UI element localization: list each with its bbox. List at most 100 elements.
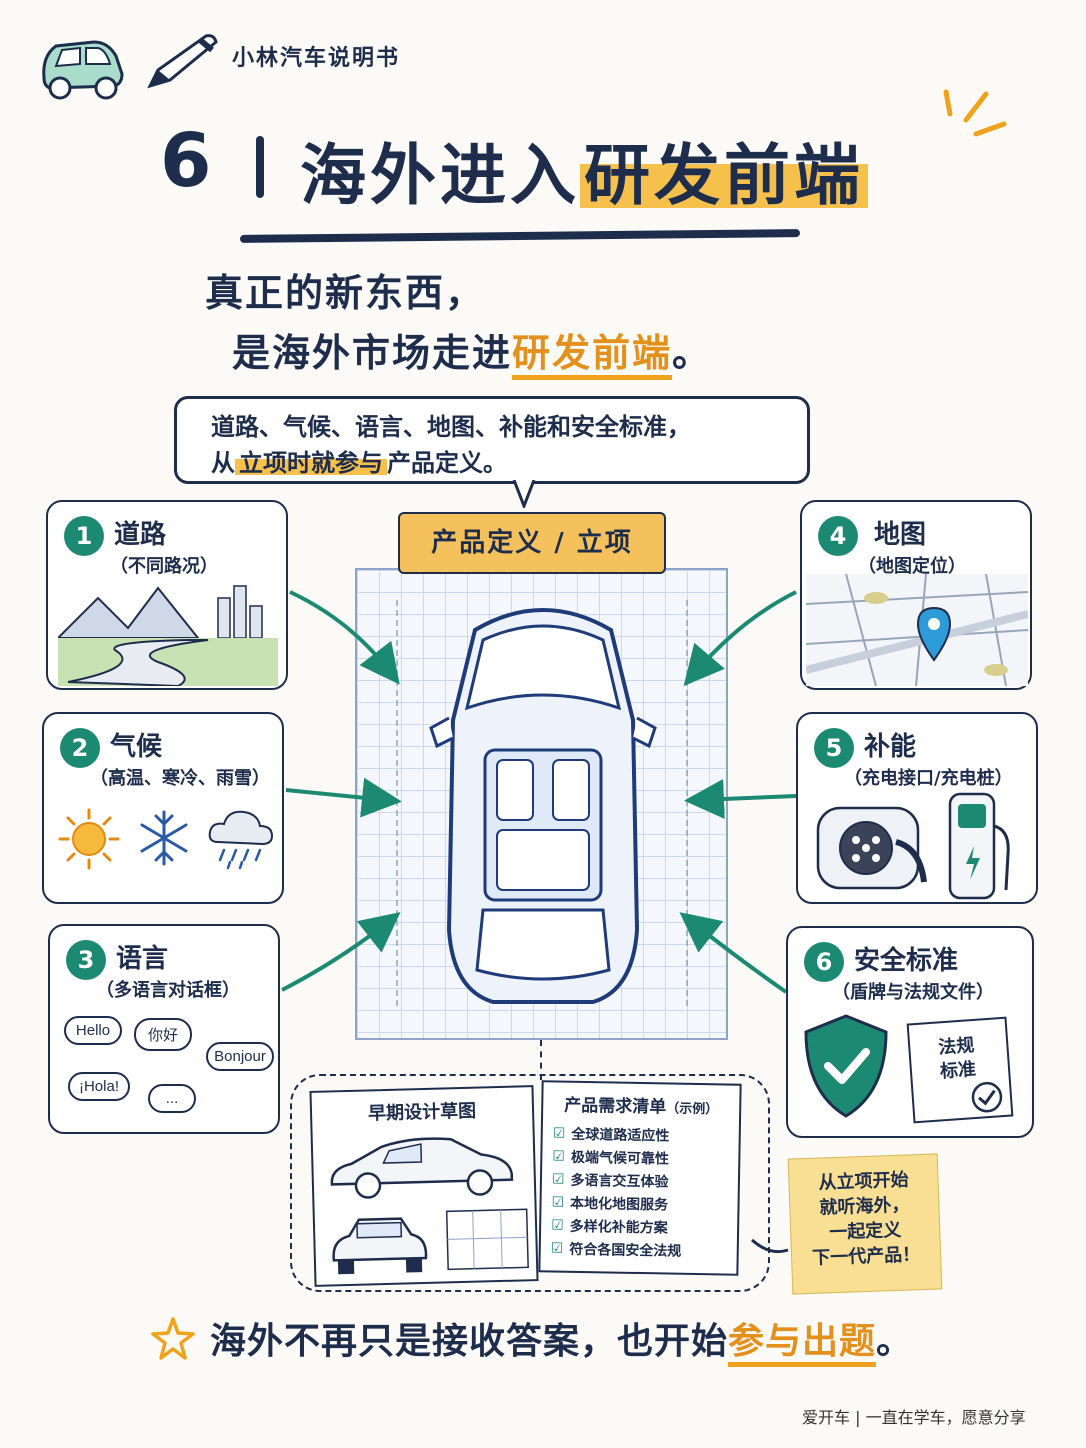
speech-hola: ¡Hola! [68,1072,130,1101]
sticky-line: 下一代产品！ [811,1244,921,1269]
bubble-tail [512,480,536,508]
bubble-start: 从 [211,449,235,477]
card-number: 1 [64,516,104,556]
card-title: 气候 [110,732,163,762]
shield-check-icon [804,1014,888,1118]
bubble-end: 产品定义。 [387,449,507,477]
card-number: 6 [804,942,844,982]
card-subtitle: （多语言对话框） [96,980,240,1001]
title-underline [239,229,801,243]
card-subtitle: （充电接口/充电桩） [844,768,1013,789]
road-landscape-icon [58,585,278,686]
title-text: 海外进入研发前端 [300,122,868,218]
checklist-title-note: （示例） [666,1101,719,1118]
snowflake-icon [140,810,188,866]
checklist-item-text: 多语言交互体验 [570,1172,669,1190]
checklist-item-text: 符合各国安全法规 [569,1241,682,1260]
sparkle-lines-icon [940,86,1010,142]
checklist-item: ☑ 全球道路适应性 [553,1121,729,1147]
checklist-item: ☑ 多语言交互体验 [552,1167,728,1193]
check-icon: ☑ [552,1124,566,1142]
card-climate: 2 气候 （高温、寒冷、雨雪） [42,712,284,904]
checklist-item: ☑ 多样化补能方案 [551,1213,727,1239]
card-number: 3 [66,940,106,980]
speech-nihao: 你好 [134,1018,192,1051]
check-icon: ☑ [551,1216,564,1234]
product-definition-folder: 产品定义 / 立项 [398,512,666,574]
card-number: 5 [814,728,854,768]
card-title: 语言 [116,944,169,974]
conclusion-text: 海外不再只是接收答案，也开始参与出题。 [210,1312,914,1367]
conclusion-end: 。 [876,1321,914,1362]
speech-bonjour: Bonjour [206,1042,274,1071]
card-language: 3 语言 （多语言对话框） Hello 你好 Bonjour ¡Hola! ..… [48,924,280,1134]
card-subtitle: （不同路况） [110,556,218,577]
check-icon: ☑ [551,1193,565,1211]
card-map: 4 地图 （地图定位） [800,500,1032,690]
card-number: 2 [60,728,100,768]
pen-icon [140,30,222,94]
doc-label-line-2: 标准 [939,1058,977,1083]
card-title: 道路 [114,520,167,550]
lead-end: 。 [672,331,713,375]
bubble-line-2: 从立项时就参与产品定义。 [211,445,773,481]
car-doodle-icon [36,34,128,100]
page-title: 6 海外进入研发前端 [160,118,960,228]
card-number: 4 [818,516,858,556]
checklist-item-text: 本地化地图服务 [569,1195,669,1213]
speech-hello: Hello [64,1016,122,1045]
design-sketch-card: 早期设计草图 [309,1085,539,1287]
checklist-item-text: 极端气候可靠性 [570,1149,670,1168]
blueprint-sheet [355,568,728,1040]
brand-name: 小林汽车说明书 [232,46,401,71]
title-number: 6 [160,118,212,204]
bubble-line-1: 道路、气候、语言、地图、补能和安全标准， [211,413,691,441]
check-icon: ☑ [550,1239,564,1257]
car-top-view-icon [396,600,688,1010]
doc-check-icon [971,1081,1003,1113]
speech-ellipsis: ... [148,1084,196,1113]
charging-station-icon [948,792,1010,900]
lead-plain: 是海外市场走进 [232,331,513,375]
sticky-note: 从立项开始 就听海外， 一起定义 下一代产品！ [787,1153,943,1295]
card-title: 安全标准 [854,946,959,976]
conclusion-highlight: 参与出题 [728,1321,877,1367]
card-road: 1 道路 （不同路况） [46,500,288,690]
lead-line-2: 是海外市场走进研发前端。 [232,322,713,380]
checklist-item: ☑本地化地图服务 [551,1190,727,1216]
card-title: 补能 [864,732,917,762]
footer-credit: 爱开车 | 一直在学车，愿意分享 [802,1408,1026,1427]
callout-bubble: 道路、气候、语言、地图、补能和安全标准， 从立项时就参与产品定义。 [174,396,810,484]
regulation-document-icon: 法规 标准 [906,1016,1014,1124]
layout-grid-sketch-icon [445,1208,529,1271]
bubble-highlight: 立项时就参与 [235,449,387,477]
title-plain: 海外进入 [300,137,580,214]
card-charging: 5 补能 （充电接口/充电桩） [796,712,1038,904]
connector-line [540,1040,542,1080]
checklist-item-text: 全球道路适应性 [571,1126,670,1145]
card-subtitle: （地图定位） [858,556,966,577]
title-highlight: 研发前端 [580,137,868,214]
check-icon: ☑ [551,1170,565,1188]
card-safety: 6 安全标准 （盾牌与法规文件） 法规 标准 [786,926,1034,1138]
checklist-item: ☑ 符合各国安全法规 [551,1236,727,1262]
charging-port-icon [816,806,927,890]
title-divider [256,136,264,198]
card-subtitle: （高温、寒冷、雨雪） [90,768,270,789]
car-side-sketch-icon [330,1137,514,1199]
card-subtitle: （盾牌与法规文件） [832,982,994,1003]
checklist-title: 产品需求清单（示例） [553,1090,729,1118]
conclusion-plain: 海外不再只是接收答案，也开始 [210,1321,729,1362]
lead-highlight: 研发前端 [512,331,673,380]
star-icon [151,1317,195,1360]
checklist-item-text: 多样化补能方案 [569,1218,668,1236]
card-title: 地图 [874,520,927,550]
rain-cloud-icon [208,810,274,870]
checklist-item: ☑极端气候可靠性 [552,1144,728,1170]
check-icon: ☑ [552,1147,566,1165]
checklist-title-text: 产品需求清单 [564,1095,667,1118]
notes-dashed-frame [290,1074,770,1292]
lead-line-1: 真正的新东西， [205,271,486,315]
car-front-sketch-icon [332,1217,428,1275]
sun-icon [58,808,120,870]
